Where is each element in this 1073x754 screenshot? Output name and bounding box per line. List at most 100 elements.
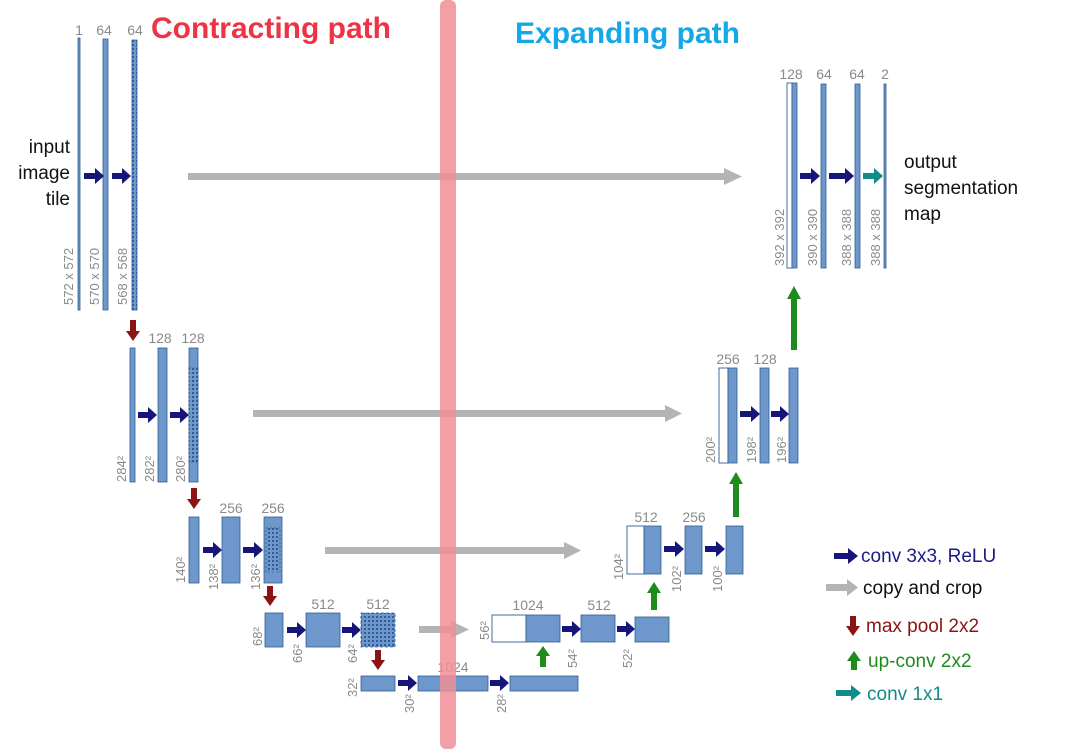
feature-map-388-output xyxy=(883,83,887,269)
feature-map-136-cropped xyxy=(265,527,281,573)
copy-arrow-level1 xyxy=(188,173,725,180)
legend-pool-label: max pool 2x2 xyxy=(866,616,979,637)
channel-label: 128 xyxy=(181,330,205,346)
conv-arrow xyxy=(243,547,255,553)
conv-arrow-head xyxy=(811,168,820,184)
legend-copy-label: copy and crop xyxy=(863,578,982,599)
conv-arrow-head xyxy=(254,542,263,558)
copy-arrow-level3-head xyxy=(564,542,581,559)
feature-map-140 xyxy=(188,516,200,584)
feature-map-102 xyxy=(684,525,703,575)
feature-map-104-copy xyxy=(626,525,645,575)
pool-arrow xyxy=(130,320,136,332)
level3-expanding xyxy=(626,525,744,575)
conv-arrow-head xyxy=(122,168,131,184)
output-label-line: output xyxy=(904,152,958,173)
conv-arrow-head xyxy=(845,168,854,184)
pool-arrow xyxy=(191,488,197,500)
feature-map-68 xyxy=(264,612,284,648)
contracting-path-title: Contracting path xyxy=(151,12,391,45)
level2-expanding xyxy=(718,367,799,464)
feature-map-392-up xyxy=(791,82,798,269)
channel-label: 256 xyxy=(219,500,243,516)
legend-upconv-label: up-conv 2x2 xyxy=(868,651,972,672)
size-label: 52² xyxy=(620,649,635,668)
maxpool-arrows xyxy=(126,320,385,670)
conv-arrow-head xyxy=(148,407,157,423)
copy-arrow-level2-head xyxy=(665,405,682,422)
feature-map-64 xyxy=(360,612,396,648)
level4-contracting xyxy=(264,612,396,648)
copy-arrow-level2 xyxy=(253,410,666,417)
size-label: 390 x 390 xyxy=(805,209,820,266)
upconv-arrow xyxy=(733,483,739,517)
feature-map-54 xyxy=(580,614,616,643)
feature-map-56-copy xyxy=(491,614,527,643)
feature-map-32 xyxy=(360,675,396,692)
conv-arrow xyxy=(829,173,846,179)
copy-arrow-level4 xyxy=(419,626,452,633)
conv-arrow-head xyxy=(500,675,509,691)
conv-arrow-head xyxy=(408,675,417,691)
conv-arrow-head xyxy=(297,622,306,638)
feature-map-390 xyxy=(820,83,827,269)
size-label: 388 x 388 xyxy=(868,209,883,266)
conv-arrow-head xyxy=(213,542,222,558)
conv-arrow xyxy=(138,412,149,418)
legend-upconv-icon xyxy=(847,651,861,670)
upconv-arrow-head xyxy=(536,646,550,656)
level4-expanding xyxy=(491,614,670,643)
feature-map-100 xyxy=(725,525,744,575)
upconv-arrow xyxy=(540,655,546,667)
feature-map-198 xyxy=(759,367,770,464)
conv-arrow xyxy=(800,173,812,179)
conv-arrow-head xyxy=(780,406,789,422)
conv-arrow xyxy=(203,547,214,553)
conv-arrow xyxy=(490,680,501,686)
legend-copy-icon xyxy=(826,579,858,596)
channel-label: 128 xyxy=(148,330,172,346)
channel-label: 1 xyxy=(75,22,83,38)
size-label: 198² xyxy=(744,436,759,463)
upconv-arrows xyxy=(536,286,801,667)
legend-pool-icon xyxy=(846,616,860,636)
feature-map-104-up xyxy=(643,525,662,575)
size-label: 56² xyxy=(477,621,492,640)
conv-arrow-head xyxy=(352,622,361,638)
channel-label: 256 xyxy=(716,351,740,367)
channel-label: 128 xyxy=(779,66,803,82)
conv1x1-head xyxy=(874,168,883,184)
conv-arrow-head xyxy=(751,406,760,422)
conv-arrow xyxy=(112,173,123,179)
channel-label: 256 xyxy=(682,509,706,525)
upconv-arrow-head xyxy=(647,582,661,593)
channel-label: 64 xyxy=(96,22,112,38)
size-label: 196² xyxy=(774,436,789,463)
upconv-arrow xyxy=(791,298,797,350)
pool-arrow xyxy=(267,586,273,597)
channel-label: 1024 xyxy=(512,597,543,613)
level1-contracting xyxy=(77,37,138,311)
feature-map-66 xyxy=(305,612,341,648)
size-label: 66² xyxy=(290,644,305,663)
size-label: 54² xyxy=(565,649,580,668)
size-label: 28² xyxy=(494,694,509,713)
upconv-arrow xyxy=(651,592,657,610)
pool-arrow-head xyxy=(126,331,140,341)
feature-map-28 xyxy=(509,675,579,692)
size-label: 572 x 572 xyxy=(61,248,76,305)
pool-arrow-head xyxy=(187,499,201,509)
conv-arrow xyxy=(617,626,627,632)
input-label-line: image xyxy=(18,163,70,184)
output-label-line: segmentation xyxy=(904,178,1018,199)
output-label-line: map xyxy=(904,204,941,225)
input-label-line: input xyxy=(29,137,71,158)
level2-contracting xyxy=(129,347,199,483)
feature-map-200-copy xyxy=(718,367,729,464)
conv-arrow-head xyxy=(95,168,104,184)
upconv-arrow-head xyxy=(729,472,743,484)
conv-arrow xyxy=(342,627,353,633)
conv-arrow-head xyxy=(572,621,581,637)
